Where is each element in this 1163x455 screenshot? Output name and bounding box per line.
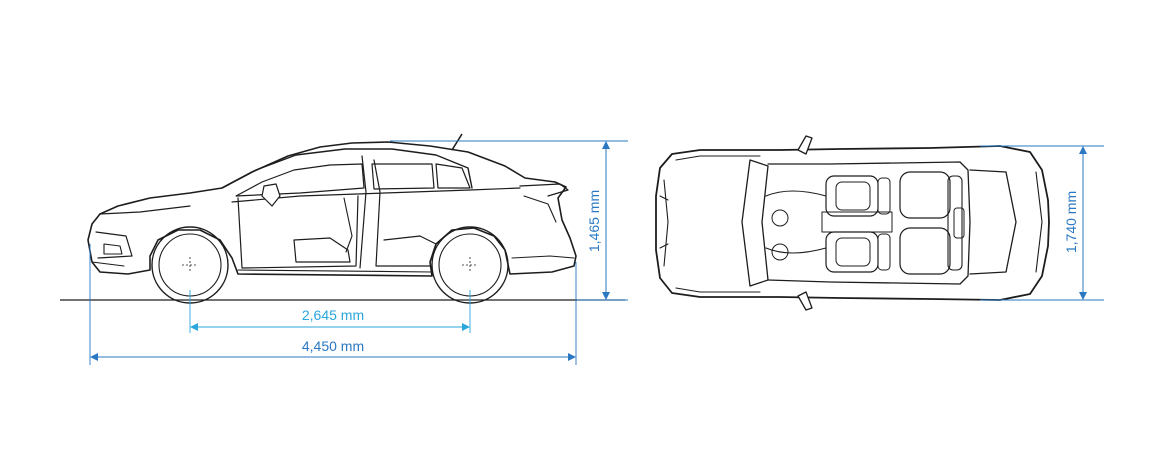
front-seats <box>825 175 891 273</box>
wheelbase-label: 2,645 mm <box>302 307 364 323</box>
length-dimension: 4,450 mm <box>89 244 577 365</box>
length-label: 4,450 mm <box>302 338 364 354</box>
height-label: 1,465 mm <box>586 190 602 252</box>
top-view-car <box>655 135 1050 311</box>
rear-seats <box>899 171 965 275</box>
width-label: 1,740 mm <box>1063 191 1079 253</box>
height-dimension: 1,465 mm <box>390 140 628 301</box>
width-dimension: 1,740 mm <box>980 145 1104 301</box>
side-view-car <box>60 133 625 304</box>
wheelbase-dimension: 2,645 mm <box>189 290 471 333</box>
